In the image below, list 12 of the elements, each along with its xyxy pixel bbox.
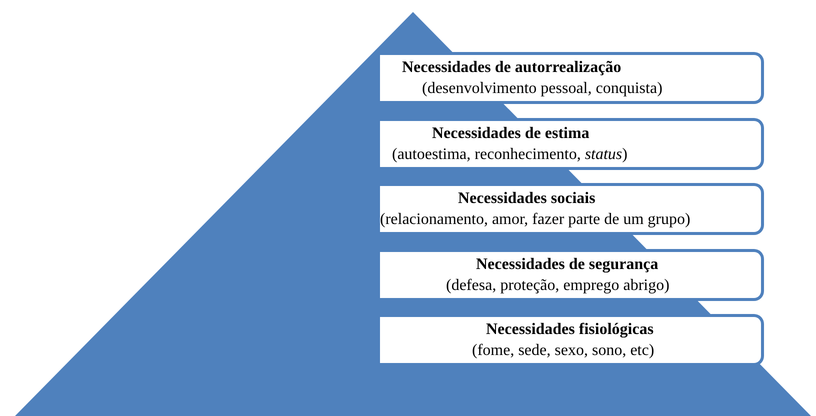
level-box bbox=[380, 52, 764, 104]
level-heading: Necessidades de estima bbox=[432, 125, 590, 143]
level-description: (defesa, proteção, emprego abrigo) bbox=[446, 277, 670, 295]
level-description: (relacionamento, amor, fazer parte de um grupo) bbox=[380, 211, 690, 229]
level-heading: Necessidades de segurança bbox=[476, 256, 658, 274]
level-box bbox=[380, 118, 764, 170]
level-description: (autoestima, reconhecimento, status) bbox=[392, 146, 628, 164]
level-heading: Necessidades de autorrealização bbox=[402, 59, 622, 77]
level-description: (fome, sede, sexo, sono, etc) bbox=[472, 342, 654, 360]
level-description: (desenvolvimento pessoal, conquista) bbox=[422, 80, 662, 98]
level-heading: Necessidades sociais bbox=[458, 190, 596, 208]
level-heading: Necessidades fisiológicas bbox=[486, 321, 654, 339]
